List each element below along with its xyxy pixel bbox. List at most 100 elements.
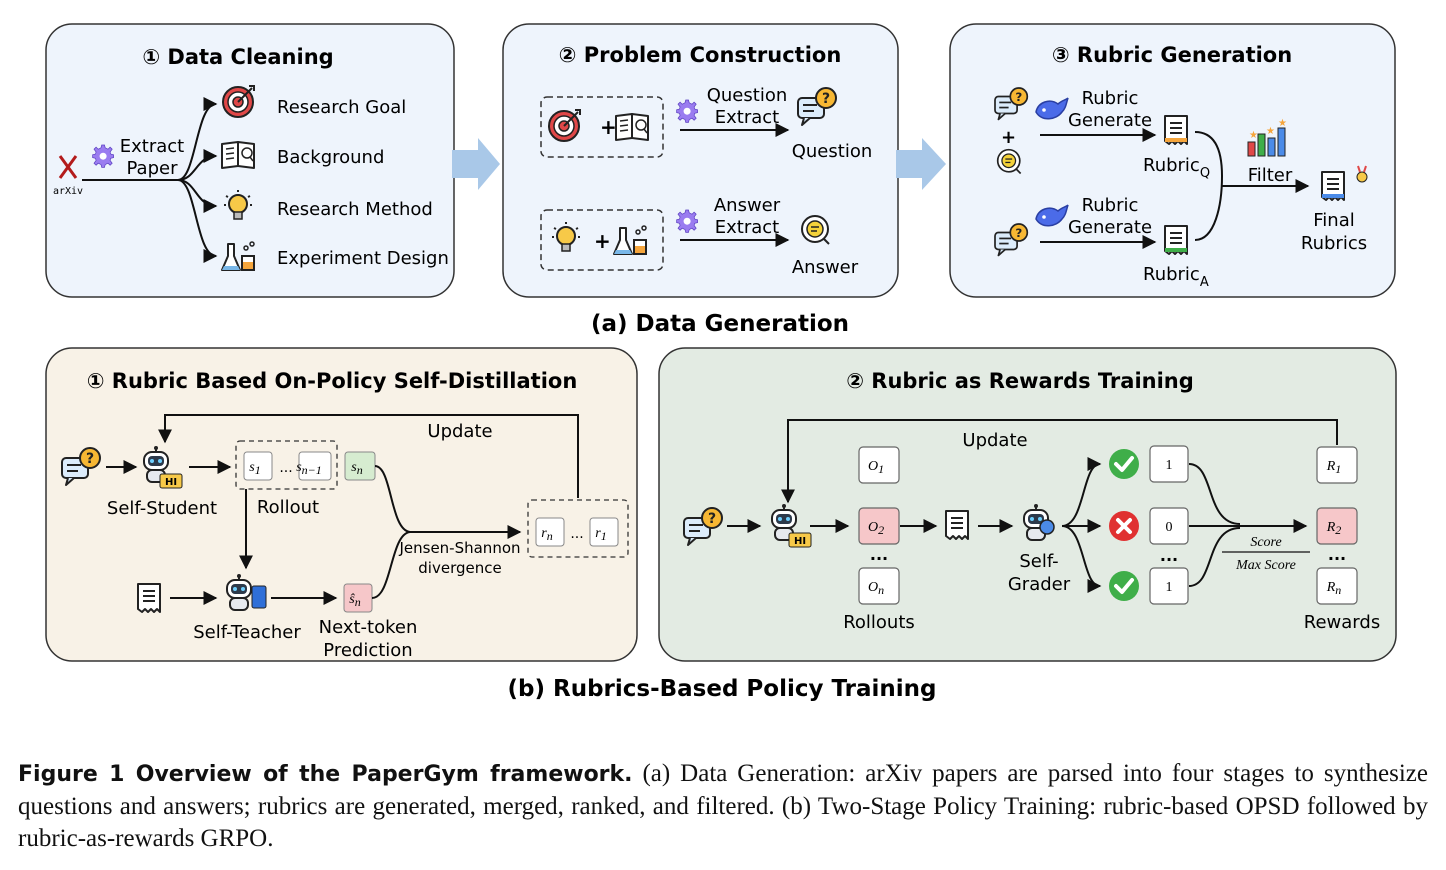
svg-text:★: ★ — [1278, 118, 1287, 129]
token-sn: sn — [351, 460, 362, 477]
target-icon — [222, 85, 255, 118]
next-token-line1: Next-token — [319, 617, 418, 638]
fraction-numerator: Score — [1250, 535, 1281, 550]
section-b-title: (b) Rubrics-Based Policy Training — [507, 676, 936, 702]
rubric-generate-2-line1: Rubric — [1082, 195, 1139, 216]
check-icon-2 — [1107, 569, 1141, 603]
rubric-rewards-panel: ② Rubric as Rewards Training Update HI O… — [658, 347, 1397, 662]
svg-text:★: ★ — [1249, 130, 1258, 141]
token-r1: r1 — [595, 526, 606, 543]
self-distillation-panel: ① Rubric Based On-Policy Self-Distillati… — [45, 347, 638, 662]
hi-badge-1: HI — [165, 477, 177, 488]
extract-label-line2: Paper — [127, 158, 179, 179]
final-rubrics-icon — [1321, 165, 1368, 201]
filter-label: Filter — [1248, 165, 1293, 186]
llm-icon — [92, 144, 114, 168]
svg-text:+: + — [1001, 127, 1016, 148]
self-grader-line1: Self- — [1019, 551, 1058, 572]
svg-text:+: + — [594, 229, 611, 253]
branch-arrow-goal — [177, 97, 218, 181]
rubric-a-icon — [1164, 225, 1188, 255]
score-3: 1 — [1166, 580, 1173, 595]
branch-arrow-background — [177, 149, 218, 181]
jsd-label-line1: Jensen-Shannon — [398, 539, 520, 557]
rewards-label: Rewards — [1304, 612, 1380, 633]
outputs-dots: ... — [870, 545, 888, 564]
final-rubrics-line2: Rubrics — [1301, 233, 1367, 254]
update-loop-arrow — [158, 414, 579, 498]
hi-badge-2: HI — [794, 536, 806, 547]
experiment-design-label: Experiment Design — [277, 248, 449, 269]
question-extract-line1: Question — [707, 85, 788, 106]
rubric-generation-panel: ③ Rubric Generation + Rubric Generate Ru… — [949, 23, 1396, 298]
self-student-label: Self-Student — [107, 498, 217, 519]
token-shat: ŝn — [349, 592, 360, 609]
rubric-q-label: RubricQ — [1143, 155, 1210, 181]
goal-icon — [548, 109, 581, 142]
caption-text: (a) Data Generation: arXiv papers are pa… — [18, 760, 1428, 852]
score-1: 1 — [1166, 458, 1173, 473]
token-dots-2: ... — [570, 526, 583, 542]
self-grader-line2: Grader — [1008, 574, 1071, 595]
rewards-dots: ... — [1328, 545, 1346, 564]
question-label: Question — [792, 141, 873, 162]
svg-text:+: + — [600, 115, 617, 139]
flow-arrow-2-icon — [896, 138, 946, 190]
output-o2: O2 — [868, 520, 884, 537]
output-on: On — [868, 580, 884, 597]
update-label-2: Update — [962, 430, 1027, 451]
question-extract-line2: Extract — [715, 107, 779, 128]
self-teacher-label: Self-Teacher — [193, 622, 301, 643]
flow-arrow-1-icon — [452, 138, 500, 190]
rollout-label: Rollout — [257, 497, 319, 518]
data-cleaning-panel: ① Data Cleaning arXiv Extract Paper Rese… — [45, 23, 455, 298]
rubric-rewards-title: ② Rubric as Rewards Training — [846, 369, 1194, 393]
problem-construction-title: ② Problem Construction — [559, 43, 842, 67]
llm-question-icon — [676, 99, 698, 123]
reward-r1: R1 — [1326, 459, 1342, 476]
jsd-label-line2: divergence — [418, 559, 501, 577]
score-2: 0 — [1166, 520, 1173, 535]
token-rn: rn — [541, 526, 552, 543]
arxiv-label: arXiv — [53, 186, 83, 197]
cross-icon — [1107, 509, 1141, 543]
llm-answer-icon — [676, 209, 698, 233]
update-label-1: Update — [427, 421, 492, 442]
output-o1: O1 — [868, 459, 884, 476]
arxiv-logo-icon — [58, 155, 78, 179]
rubric-generate-1-line1: Rubric — [1082, 88, 1139, 109]
token-sn-1: sn−1 — [296, 460, 322, 477]
rubric-doc-icon-2 — [945, 510, 969, 540]
answer-label: Answer — [792, 257, 859, 278]
self-distillation-title: ① Rubric Based On-Policy Self-Distillati… — [87, 369, 578, 393]
background-label: Background — [277, 147, 384, 168]
figure-caption: Figure 1 Overview of the PaperGym framew… — [18, 758, 1428, 855]
research-method-label: Research Method — [277, 199, 433, 220]
scores-dots: ... — [1160, 546, 1178, 565]
rollouts-label: Rollouts — [843, 612, 915, 633]
check-icon-1 — [1107, 447, 1141, 481]
research-goal-label: Research Goal — [277, 97, 406, 118]
rubric-generation-title: ③ Rubric Generation — [1052, 43, 1292, 67]
extract-label-line1: Extract — [120, 136, 184, 157]
data-cleaning-title: ① Data Cleaning — [142, 45, 333, 69]
caption-label: Figure 1 Overview of the PaperGym framew… — [18, 762, 633, 787]
fraction-denominator: Max Score — [1235, 558, 1296, 573]
ranking-chart-icon: ★ ★ ★ — [1247, 118, 1287, 157]
branch-arrow-experiment — [177, 179, 218, 263]
rubric-doc-icon-1 — [137, 583, 161, 613]
answer-extract-line1: Answer — [714, 195, 781, 216]
token-dots-1: ... — [279, 460, 292, 476]
problem-construction-panel: ② Problem Construction + Question Extrac… — [502, 23, 899, 298]
final-rubrics-line1: Final — [1313, 210, 1354, 231]
next-token-line2: Prediction — [323, 640, 412, 661]
svg-text:★: ★ — [1266, 126, 1275, 137]
update-loop-arrow-2 — [781, 419, 1338, 504]
answer-extract-line2: Extract — [715, 217, 779, 238]
rubric-generate-1-line2: Generate — [1068, 110, 1152, 131]
background-icon — [615, 113, 649, 141]
section-a-title: (a) Data Generation — [591, 311, 849, 337]
book-icon — [221, 141, 255, 169]
rubric-q-icon — [1164, 115, 1188, 145]
reward-r2: R2 — [1326, 520, 1342, 537]
